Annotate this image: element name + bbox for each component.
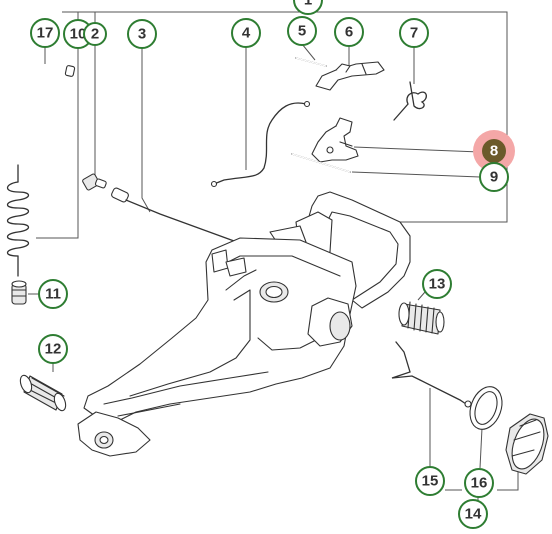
callout-15-label: 15: [422, 473, 439, 490]
callout-8-label: 8: [490, 143, 498, 160]
callout-14[interactable]: 14: [458, 499, 488, 529]
leader-13: [417, 291, 426, 301]
callout-8-badge: [482, 139, 506, 163]
callout-9-label: 9: [490, 169, 498, 186]
callout-10-label: 10: [70, 26, 87, 43]
callout-16[interactable]: 16: [464, 468, 494, 498]
callout-3-label: 3: [138, 26, 146, 43]
callout-13[interactable]: 13: [422, 269, 452, 299]
callout-17[interactable]: 17: [30, 18, 60, 48]
callout-12[interactable]: 12: [38, 334, 68, 364]
callout-6-label: 6: [345, 24, 353, 41]
callout-2[interactable]: 2: [83, 22, 107, 46]
callout-8-highlighted[interactable]: 8: [473, 130, 515, 172]
callout-6[interactable]: 6: [334, 17, 364, 47]
part-throttle-lock: [311, 117, 359, 163]
part-retainer-wire: [391, 341, 472, 408]
callout-13-label: 13: [429, 276, 446, 293]
part-pin-lock: [291, 153, 351, 173]
callout-7-label: 7: [410, 25, 418, 42]
callout-1-label: 1: [304, 0, 312, 9]
part-fuel-cap: [505, 413, 549, 475]
callout-17-label: 17: [37, 25, 54, 42]
part-av-buffer-rear: [19, 374, 151, 457]
leader-lines: [28, 11, 519, 502]
callout-10[interactable]: 10: [63, 19, 93, 49]
callout-5[interactable]: 5: [287, 16, 317, 46]
callouts: 1 17 10 2 3 4 5 6: [30, 0, 515, 529]
leader-bracket-1: [62, 11, 508, 223]
leader-9: [351, 171, 481, 178]
callout-5-label: 5: [298, 23, 306, 40]
part-throttle-wire: [210, 100, 311, 188]
part-fitting: [82, 173, 107, 191]
part-throttle-trigger: [315, 61, 385, 91]
callout-11-label: 11: [45, 286, 61, 303]
callout-9[interactable]: 9: [479, 162, 509, 192]
callout-1[interactable]: 1: [293, 0, 323, 15]
callout-7[interactable]: 7: [399, 18, 429, 48]
part-torsion-spring: [393, 81, 427, 121]
part-coil-spring: [6, 164, 30, 277]
callout-4[interactable]: 4: [231, 18, 261, 48]
callout-14-label: 14: [465, 506, 482, 523]
leader-3: [141, 47, 151, 213]
leader-5: [301, 43, 316, 61]
callout-2-label: 2: [91, 26, 99, 43]
part-seal-ring: [469, 386, 503, 430]
part-fuel-hose: [7, 65, 76, 137]
leader-8: [353, 146, 481, 153]
callout-16-label: 16: [471, 475, 488, 492]
callout-12-label: 12: [45, 341, 62, 358]
callout-4-label: 4: [242, 25, 251, 42]
part-rear-handle: [83, 191, 411, 421]
callout-11[interactable]: 11: [38, 279, 68, 309]
callout-3[interactable]: 3: [127, 19, 157, 49]
part-grommet: [11, 280, 27, 305]
part-pin: [295, 57, 327, 67]
part-av-buffer-front: [398, 301, 445, 335]
leader-16: [479, 427, 483, 469]
callout-15[interactable]: 15: [415, 466, 445, 496]
leader-10: [36, 46, 79, 239]
